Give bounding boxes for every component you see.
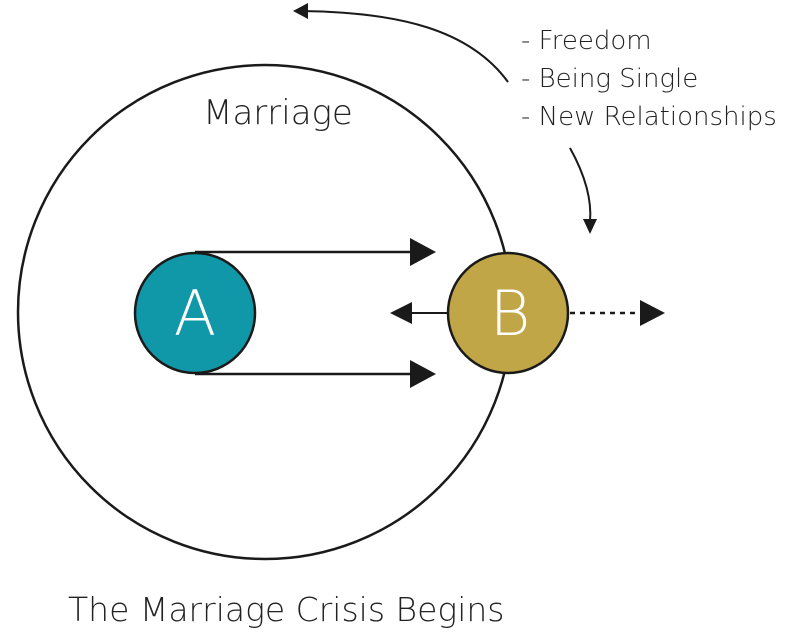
a-upper-arrowhead (410, 238, 436, 266)
reason-freedom: - Freedom (521, 26, 652, 56)
node-a (133, 251, 257, 375)
curved-arrow-top-head (293, 3, 308, 19)
b-outward-arrowhead (640, 300, 665, 326)
curved-arrow-right (569, 147, 592, 223)
marriage-label: Marriage (203, 93, 353, 133)
diagram-caption: The Marriage Crisis Begins (68, 590, 505, 629)
reason-new-relationships: - New Relationships (521, 102, 777, 132)
node-b-label: B (490, 277, 531, 350)
curved-arrow-right-head (583, 219, 597, 234)
a-lower-arrowhead (410, 360, 436, 388)
reason-being-single: - Being Single (521, 64, 698, 94)
curved-arrow-top (299, 10, 509, 83)
node-a-label: A (174, 277, 216, 350)
b-inward-arrowhead (390, 302, 412, 324)
node-b (446, 251, 570, 375)
